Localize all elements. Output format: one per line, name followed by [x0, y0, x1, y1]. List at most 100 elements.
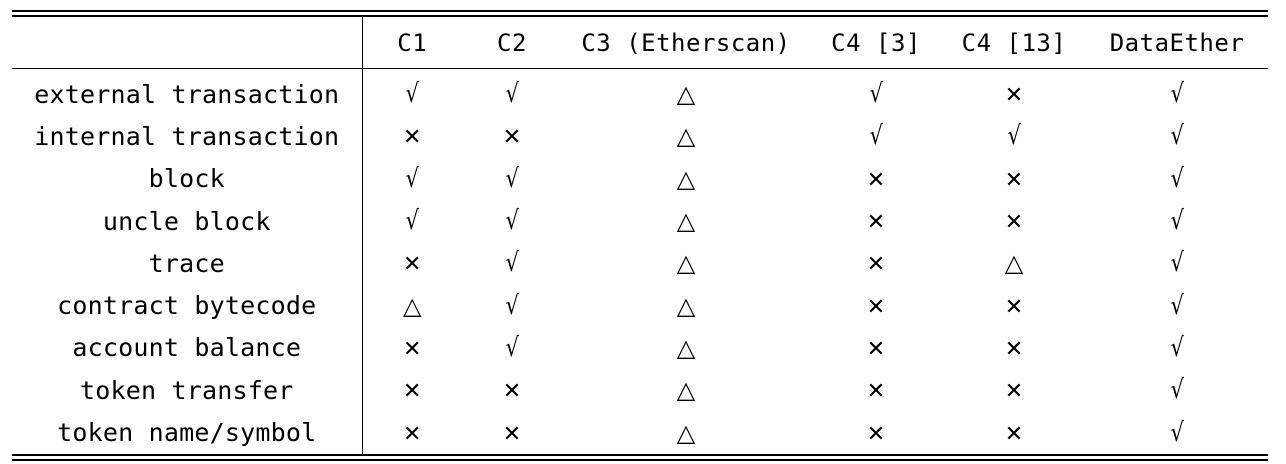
cell-c1: √ [362, 158, 462, 200]
table-row: token name/symbol ✕ ✕ △ ✕ ✕ √ [12, 411, 1268, 454]
cell-dataether: √ [1086, 200, 1268, 242]
cross-icon: ✕ [502, 421, 522, 447]
triangle-icon: △ [676, 207, 696, 236]
cell-c3: △ [562, 69, 810, 116]
row-label: trace [12, 242, 363, 285]
table-row: trace✕√△✕△√ [12, 242, 1268, 285]
cross-icon: ✕ [1004, 421, 1024, 447]
check-icon: √ [1007, 121, 1021, 152]
comparison-table-container: C1 C2 C3 (Etherscan) C4 [3] C4 [13] Data… [12, 10, 1268, 461]
triangle-icon: △ [676, 164, 696, 193]
cell-c2: √ [462, 200, 562, 242]
cross-icon: ✕ [866, 421, 886, 447]
row-label: internal transaction [12, 115, 363, 158]
cell-dataether: √ [1086, 284, 1268, 326]
cell-c4-3: ✕ [810, 242, 942, 284]
cross-icon: ✕ [403, 379, 422, 405]
cell-c2: √ [462, 69, 562, 116]
cell-dataether: √ [1086, 115, 1268, 157]
cross-icon: ✕ [1004, 336, 1024, 362]
check-icon: √ [505, 332, 519, 363]
cell-c4-3: ✕ [810, 327, 942, 369]
cross-icon: ✕ [1004, 167, 1024, 193]
cell-c1: ✕ [362, 369, 462, 411]
cell-c4-13: ✕ [942, 411, 1086, 453]
cell-c4-13: △ [942, 242, 1086, 284]
check-icon: √ [1170, 121, 1184, 152]
cross-icon: ✕ [866, 167, 886, 193]
cell-dataether: √ [1086, 158, 1268, 200]
row-label: uncle block [12, 199, 363, 243]
header-row: C1 C2 C3 (Etherscan) C4 [3] C4 [13] Data… [12, 17, 1268, 69]
cell-dataether: √ [1086, 411, 1268, 453]
cell-c3: △ [562, 284, 810, 326]
cross-icon: ✕ [866, 252, 886, 278]
cell-c1: ✕ [362, 242, 462, 284]
cell-c4-3: ✕ [810, 411, 942, 453]
cell-c1: △ [362, 284, 462, 326]
cross-icon: ✕ [403, 421, 422, 447]
cross-icon: ✕ [866, 379, 886, 405]
triangle-icon: △ [403, 291, 422, 320]
check-icon: √ [1170, 206, 1184, 237]
comparison-table: C1 C2 C3 (Etherscan) C4 [3] C4 [13] Data… [12, 17, 1268, 454]
cross-icon: ✕ [1004, 83, 1024, 109]
cross-icon: ✕ [1004, 210, 1024, 236]
row-label: account balance [12, 326, 363, 370]
cell-c1: ✕ [362, 115, 462, 157]
cell-c4-13: ✕ [942, 158, 1086, 200]
triangle-icon: △ [676, 376, 696, 405]
cell-c4-13: ✕ [942, 69, 1086, 116]
cell-c4-3: √ [810, 69, 942, 116]
check-icon: √ [505, 290, 519, 321]
cell-c3: △ [562, 158, 810, 200]
cross-icon: ✕ [1004, 294, 1024, 320]
cell-c4-3: ✕ [810, 200, 942, 242]
check-icon: √ [505, 206, 519, 237]
row-label: contract bytecode [12, 284, 363, 327]
check-icon: √ [1170, 290, 1184, 321]
cell-c1: √ [362, 200, 462, 242]
table-body: external transaction√√△√✕√internal trans… [12, 68, 1268, 454]
cell-c4-13: √ [942, 115, 1086, 157]
check-icon: √ [405, 163, 419, 194]
cross-icon: ✕ [866, 336, 886, 362]
cell-c4-13: ✕ [942, 284, 1086, 326]
cross-icon: ✕ [403, 125, 422, 151]
cell-c3: △ [562, 115, 810, 157]
check-icon: √ [505, 163, 519, 194]
row-label: token transfer [12, 369, 363, 412]
cell-dataether: √ [1086, 242, 1268, 284]
table-row: external transaction√√△√✕√ [12, 68, 1268, 116]
cross-icon: ✕ [403, 336, 422, 362]
header-c4-3: C4 [3] [810, 17, 942, 69]
cross-icon: ✕ [502, 379, 522, 405]
cell-c1: ✕ [362, 327, 462, 369]
cell-c2: ✕ [462, 369, 562, 411]
check-icon: √ [1170, 375, 1184, 406]
triangle-icon: △ [676, 249, 696, 278]
cell-c3: △ [562, 411, 810, 453]
triangle-icon: △ [676, 418, 696, 447]
cell-c2: √ [462, 158, 562, 200]
row-label: token name/symbol [12, 411, 363, 454]
check-icon: √ [505, 248, 519, 279]
triangle-icon: △ [1004, 249, 1024, 278]
triangle-icon: △ [676, 80, 696, 109]
header-c1: C1 [362, 17, 462, 69]
check-icon: √ [505, 79, 519, 110]
header-c2: C2 [462, 17, 562, 69]
cell-c4-13: ✕ [942, 369, 1086, 411]
cell-dataether: √ [1086, 69, 1268, 116]
table-row: account balance✕√△✕✕√ [12, 326, 1268, 370]
check-icon: √ [1170, 79, 1184, 110]
cell-c4-3: ✕ [810, 284, 942, 326]
table-row: uncle block√√△✕✕√ [12, 199, 1268, 243]
table-row: internal transaction✕✕△√√√ [12, 115, 1268, 158]
check-icon: √ [1170, 248, 1184, 279]
check-icon: √ [1170, 163, 1184, 194]
cross-icon: ✕ [866, 294, 886, 320]
top-double-rule [12, 10, 1268, 17]
cell-c2: √ [462, 284, 562, 326]
table-row: block√√△✕✕√ [12, 157, 1268, 200]
